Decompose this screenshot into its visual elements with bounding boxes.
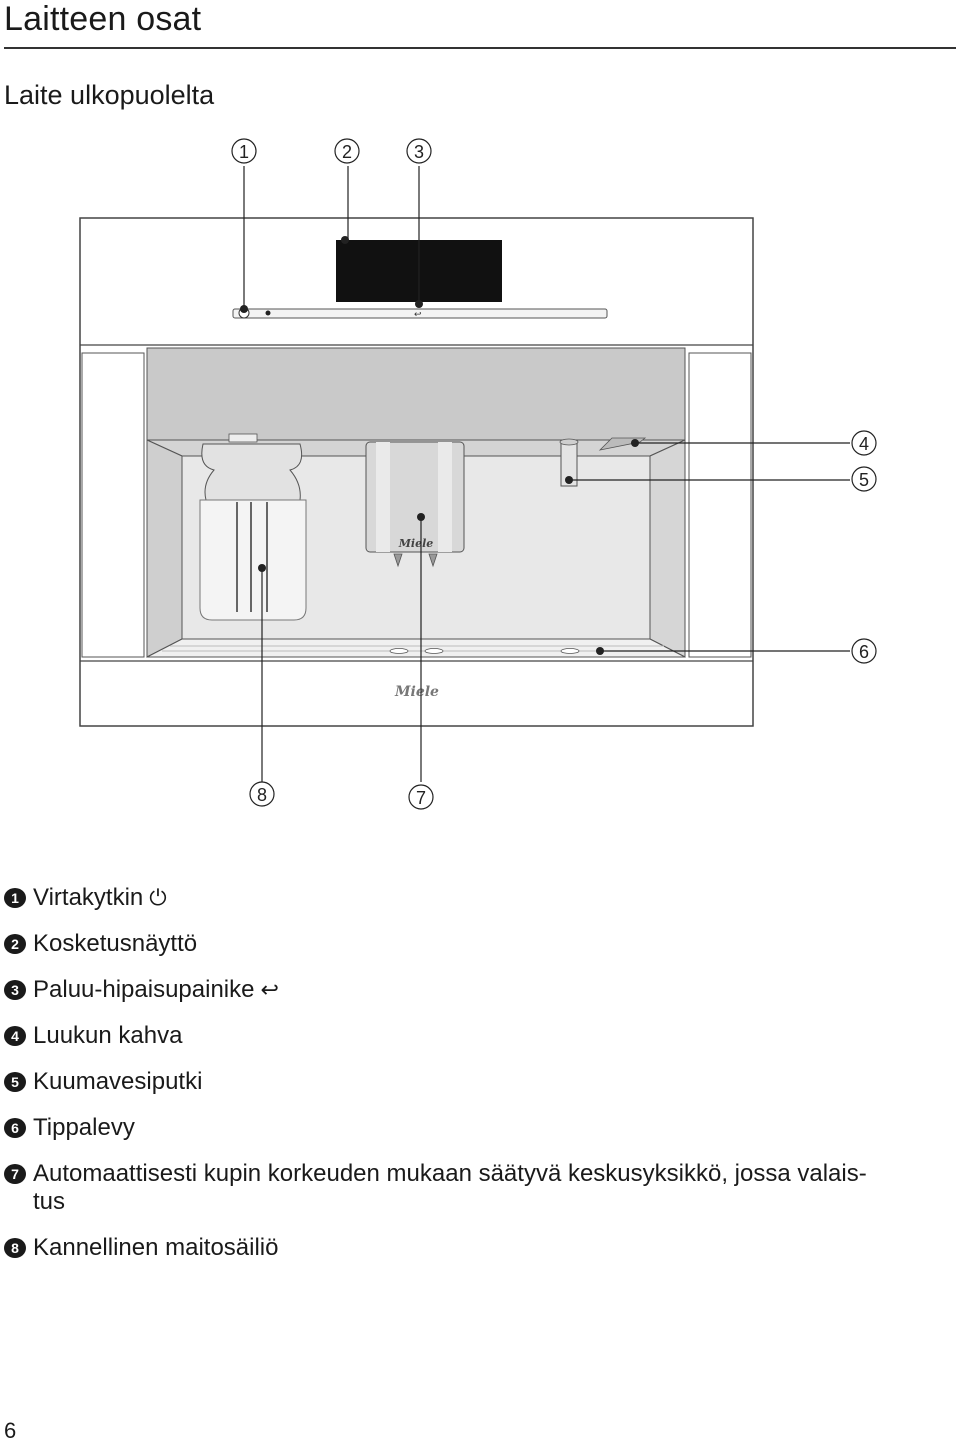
legend-text: Kuumavesiputki (33, 1068, 203, 1095)
legend-item-5: 5 Kuumavesiputki (0, 1068, 960, 1096)
callout-6-label: 6 (859, 642, 869, 662)
legend-item-2: 2 Kosketusnäyttö (0, 930, 960, 958)
legend-number: 4 (4, 1026, 26, 1046)
legend-number: 2 (4, 934, 26, 954)
drip-tray (146, 638, 686, 658)
callout-8: 8 (249, 781, 275, 807)
page-number: 6 (4, 1418, 17, 1443)
legend-text: Kosketusnäyttö (33, 930, 198, 957)
svg-text:Miele: Miele (398, 537, 434, 550)
control-strip (232, 308, 608, 319)
callout-2-label: 2 (342, 142, 352, 162)
section-subtitle: Laite ulkopuolelta (4, 80, 215, 110)
legend-number: 7 (4, 1164, 26, 1184)
legend-item-4: 4 Luukun kahva (0, 1022, 960, 1050)
legend-text: Virtakytkin (33, 884, 144, 911)
title-rule (4, 47, 956, 49)
back-arrow-icon: ↩ (260, 977, 279, 1002)
upper-recess (146, 347, 686, 441)
legend-text: Paluu-hipaisupainike (33, 976, 255, 1003)
right-side-panel (688, 352, 752, 658)
legend-text: Luukun kahva (33, 1022, 183, 1049)
legend-number: 1 (4, 888, 26, 908)
legend-number: 8 (4, 1238, 26, 1258)
legend-item-6: 6 Tippalevy (0, 1114, 960, 1142)
legend-item-7: 7 Automaattisesti kupin korkeuden mukaan… (0, 1160, 960, 1216)
callout-7-label: 7 (416, 788, 426, 808)
legend-number: 5 (4, 1072, 26, 1092)
legend-item-8: 8 Kannellinen maitosäiliö (0, 1234, 960, 1262)
legend-text: Automaattisesti kupin korkeuden mukaan s… (33, 1160, 867, 1215)
left-side-panel (81, 352, 145, 658)
callout-1-label: 1 (239, 142, 249, 162)
legend-item-3: 3 Paluu-hipaisupainike ↩ (0, 976, 960, 1004)
central-dispenser: Miele (365, 441, 465, 568)
legend-text: Kannellinen maitosäiliö (33, 1234, 279, 1261)
callout-4: 4 (851, 430, 877, 456)
milk-container (199, 433, 307, 621)
legend-text: Tippalevy (33, 1114, 135, 1141)
legend-number: 3 (4, 980, 26, 1000)
callout-8-label: 8 (257, 785, 267, 805)
callout-2: 2 (334, 138, 360, 164)
callout-3: 3 (406, 138, 432, 164)
legend-item-1: 1 Virtakytkin ⏻ (0, 884, 960, 912)
callout-7: 7 (408, 784, 434, 810)
callout-1: 1 (231, 138, 257, 164)
callout-5-label: 5 (859, 470, 869, 490)
callout-4-label: 4 (859, 434, 869, 454)
appliance-diagram: ↩ Miele Miele (79, 138, 877, 810)
legend-number: 6 (4, 1118, 26, 1138)
page-title: Laitteen osat (4, 0, 202, 38)
power-icon: ⏻ (149, 885, 167, 910)
callout-6: 6 (851, 638, 877, 664)
svg-text:↩: ↩ (414, 310, 422, 320)
parts-legend: 1 Virtakytkin ⏻ 2 Kosketusnäyttö 3 Paluu… (0, 884, 960, 1280)
callout-5: 5 (851, 466, 877, 492)
callout-3-label: 3 (414, 142, 424, 162)
front-logo: Miele (394, 684, 439, 700)
